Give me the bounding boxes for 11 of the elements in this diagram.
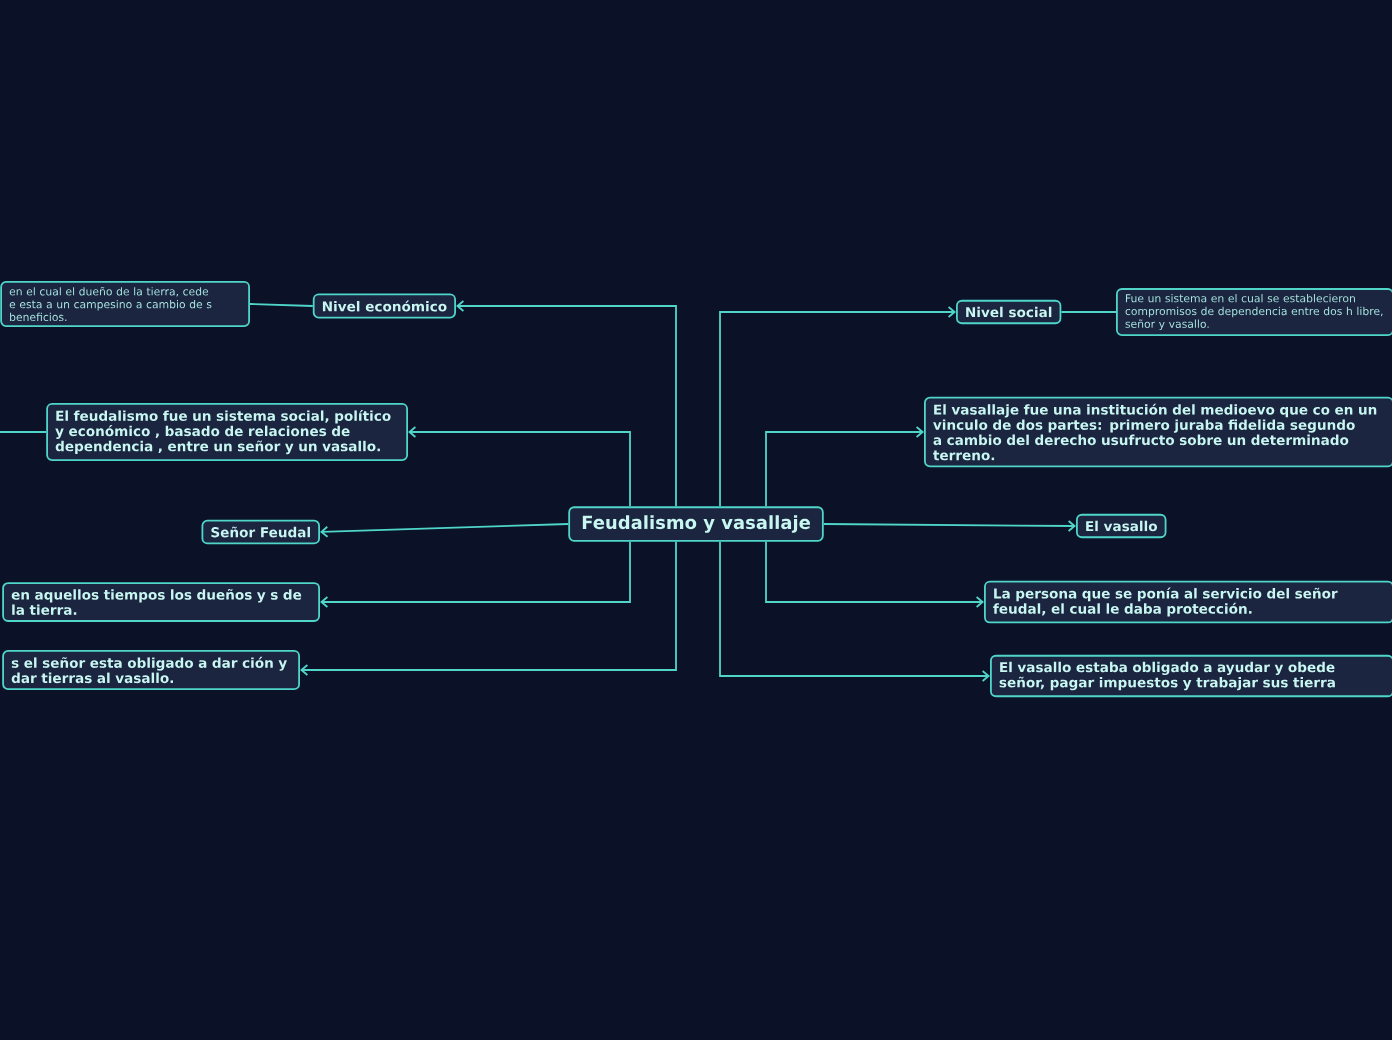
central-topic-box: Feudalismo y vasallaje bbox=[568, 506, 824, 542]
connector-arrow bbox=[408, 426, 631, 508]
connector-arrow bbox=[719, 306, 956, 508]
connector-arrow bbox=[765, 426, 924, 508]
connector-arrow bbox=[320, 540, 631, 608]
connector-arrow bbox=[300, 540, 677, 676]
connector-arrow bbox=[456, 300, 677, 508]
connector-arrow bbox=[765, 540, 984, 608]
connector-arrow bbox=[320, 523, 570, 538]
connector-arrow bbox=[719, 540, 990, 682]
connector-arrow bbox=[822, 520, 1076, 532]
